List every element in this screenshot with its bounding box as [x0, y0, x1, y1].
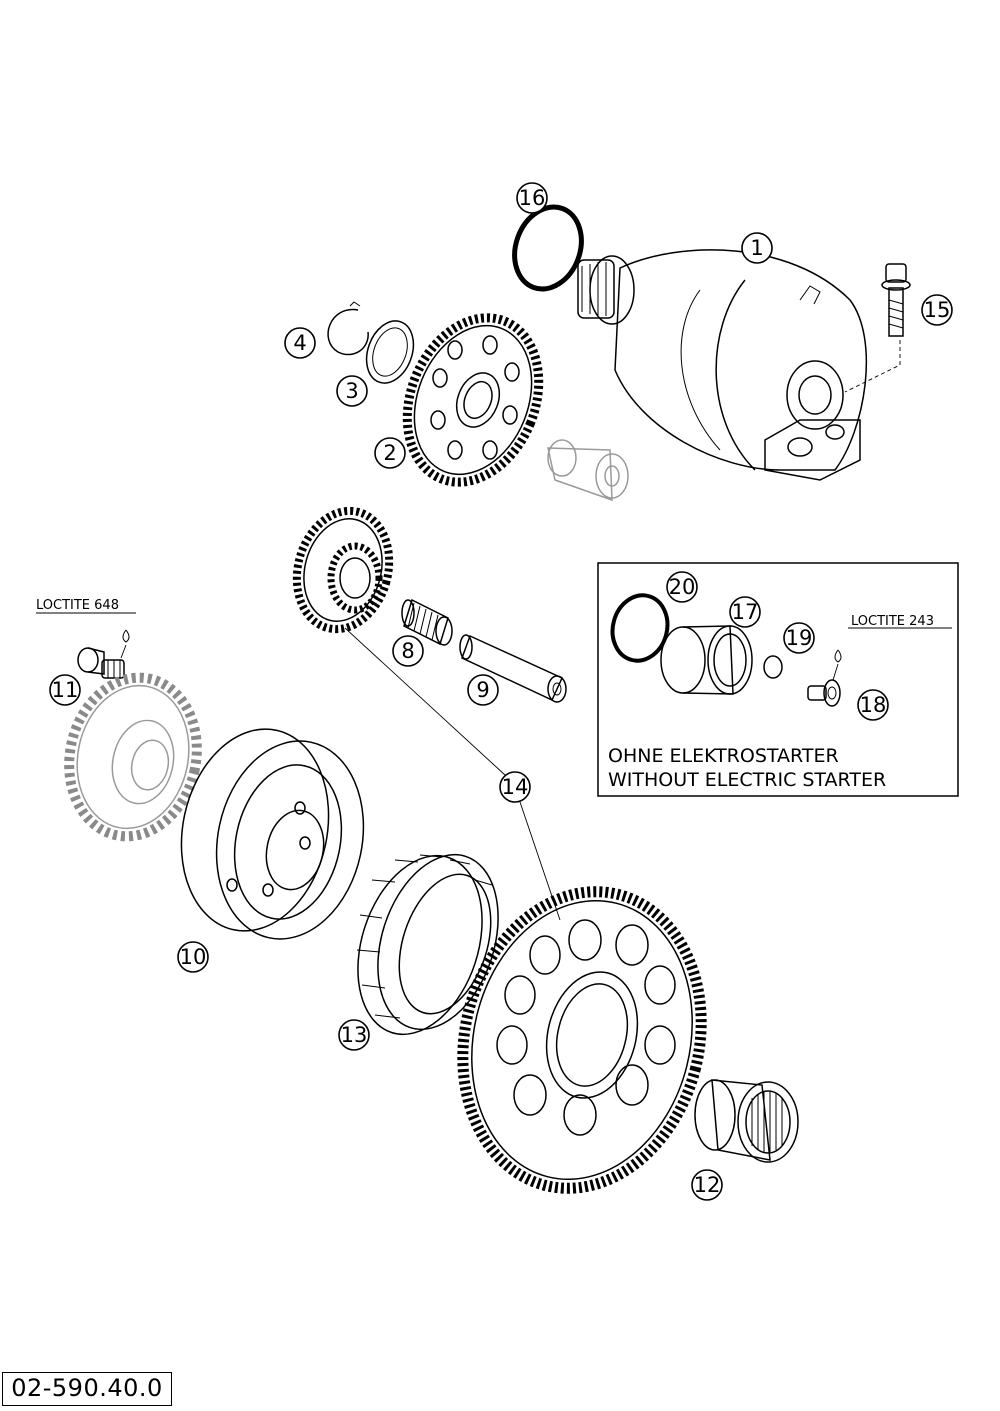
callout-17: 17 [729, 596, 761, 628]
callout-10: 10 [177, 941, 209, 973]
inset-caption-english: WITHOUT ELECTRIC STARTER [608, 769, 886, 791]
callout-19: 19 [783, 622, 815, 654]
needle-bearing-small [401, 598, 453, 646]
callout-9: 9 [467, 674, 499, 706]
needle-bearing-large [694, 1079, 799, 1163]
svg-text:17: 17 [732, 600, 759, 624]
svg-text:1: 1 [750, 236, 763, 260]
svg-text:13: 13 [341, 1023, 368, 1047]
washer [365, 320, 415, 384]
double-gear [292, 506, 394, 634]
svg-text:4: 4 [293, 331, 306, 355]
loctite-648-label: LOCTITE 648 [36, 598, 119, 613]
svg-text:3: 3 [345, 379, 358, 403]
loctite-243-label: LOCTITE 243 [851, 614, 934, 629]
freewheel [356, 853, 499, 1036]
intermediate-gear [402, 313, 544, 487]
inset-washer [763, 655, 783, 679]
callout-1: 1 [741, 232, 773, 264]
without-electric-starter-inset [597, 562, 959, 797]
svg-text:2: 2 [383, 441, 396, 465]
o-ring [512, 204, 584, 292]
callout-12: 12 [691, 1169, 723, 1201]
sleeve [547, 439, 629, 502]
shaft-pin [459, 634, 567, 703]
callout-8: 8 [392, 635, 424, 667]
svg-text:18: 18 [860, 693, 887, 717]
svg-text:9: 9 [476, 678, 489, 702]
callout-2: 2 [374, 437, 406, 469]
callout-14: 14 [499, 771, 531, 803]
callout-11: 11 [49, 674, 81, 706]
callout-20: 20 [666, 571, 698, 603]
svg-text:19: 19 [786, 626, 813, 650]
crankshaft-gear [64, 672, 202, 842]
callout-4: 4 [284, 327, 316, 359]
starter-gear-large [457, 886, 707, 1194]
circlip [327, 308, 369, 356]
freewheel-housing [180, 728, 365, 940]
svg-text:12: 12 [694, 1173, 721, 1197]
callout-3: 3 [336, 375, 368, 407]
callout-15: 15 [921, 294, 953, 326]
svg-text:11: 11 [52, 678, 79, 702]
svg-text:20: 20 [669, 575, 696, 599]
svg-text:8: 8 [401, 639, 414, 663]
starter-motor [577, 249, 868, 481]
svg-text:14: 14 [502, 775, 529, 799]
mounting-bolt [844, 263, 911, 393]
callout-18: 18 [857, 689, 889, 721]
inset-caption-german: OHNE ELEKTROSTARTER [608, 745, 839, 767]
callout-16: 16 [516, 182, 548, 214]
drawing-number: 02-590.40.0 [2, 1372, 172, 1406]
screw-with-loctite [36, 612, 136, 679]
svg-text:16: 16 [519, 186, 546, 210]
inset-plug [660, 625, 753, 695]
svg-text:10: 10 [180, 945, 207, 969]
inset-o-ring [610, 593, 670, 663]
svg-text:15: 15 [924, 298, 951, 322]
inset-screw [807, 627, 952, 707]
callout-13: 13 [338, 1019, 370, 1051]
